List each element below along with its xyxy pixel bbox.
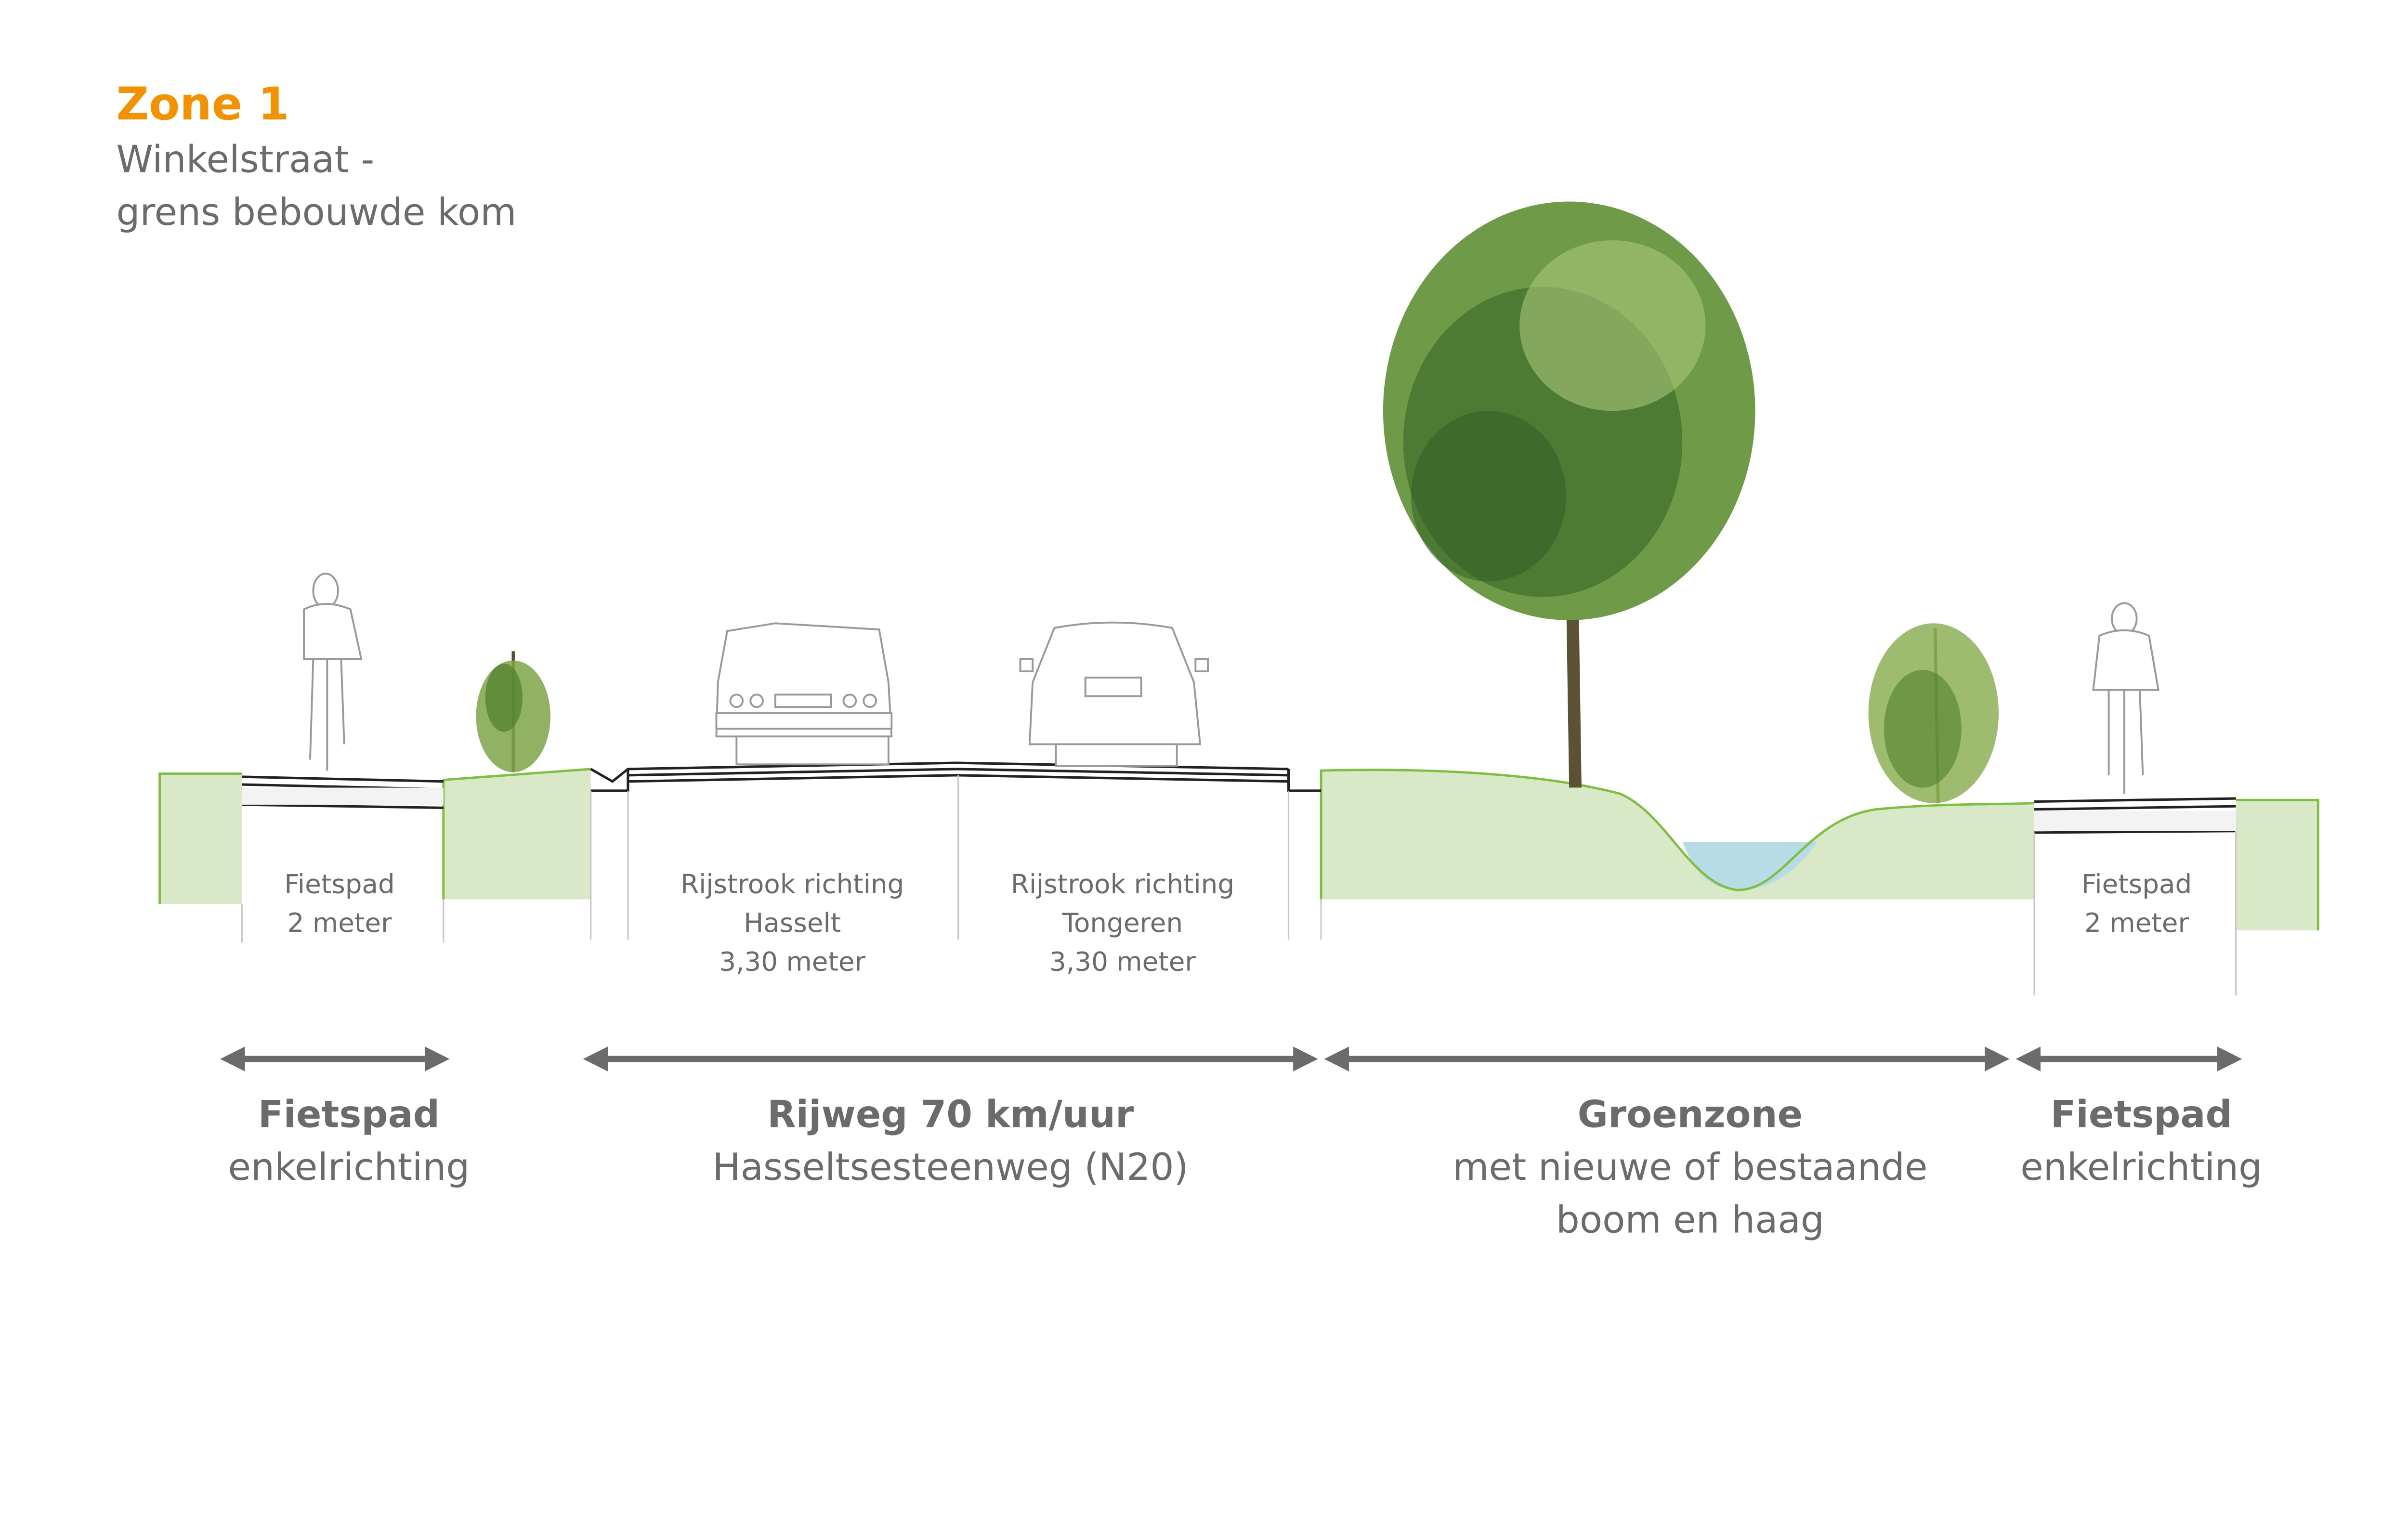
section-width: 2 meter xyxy=(2084,907,2189,938)
grass-left xyxy=(158,768,591,904)
cyclist-left-icon xyxy=(303,573,363,771)
cyclist-right-icon xyxy=(2092,602,2159,794)
zone-title: Groenzone xyxy=(1578,1093,1803,1137)
section-label: Fietspad xyxy=(2081,868,2192,899)
subtitle-line1: Winkelstraat - xyxy=(116,138,374,181)
zone-description: met nieuwe of bestaande xyxy=(1453,1146,1927,1189)
zone-title: Fietspad xyxy=(2051,1093,2232,1137)
car-hasselt-icon xyxy=(715,622,893,766)
zone-title: Fietspad xyxy=(258,1093,440,1137)
cross-section-diagram: Zone 1 Winkelstraat - grens bebouwde kom xyxy=(116,78,2319,1242)
subtitle-line2: grens bebouwde kom xyxy=(116,191,516,234)
grass-green-zone xyxy=(1320,769,2319,930)
section-label: Rijstrook richting xyxy=(681,868,904,899)
zone-description: enkelrichting xyxy=(228,1146,470,1189)
section-label: Rijstrook richting xyxy=(1011,868,1234,899)
section-width: 2 meter xyxy=(288,907,392,938)
section-width: 3,30 meter xyxy=(719,946,865,977)
zone-description: Hasseltsesteenweg (N20) xyxy=(713,1146,1189,1189)
section-width: 3,30 meter xyxy=(1049,946,1196,977)
zone-description: enkelrichting xyxy=(2020,1146,2262,1189)
zone-title: Zone 1 xyxy=(116,78,289,131)
section-label: Tongeren xyxy=(1062,907,1183,938)
bike-path-right-structure xyxy=(2034,797,2236,834)
section-label: Hasselt xyxy=(744,907,841,938)
zone-title: Rijweg 70 km/uur xyxy=(767,1093,1134,1137)
tree-icon xyxy=(1383,201,1755,788)
road-structure xyxy=(590,761,1322,792)
water-ditch xyxy=(1682,842,1818,890)
section-dividers xyxy=(241,775,2237,995)
section-label: Fietspad xyxy=(284,868,394,899)
bike-path-left-structure xyxy=(242,775,444,809)
hedge-right-icon xyxy=(1868,623,1999,803)
zone-description: boom en haag xyxy=(1556,1199,1824,1242)
car-tongeren-icon xyxy=(1019,621,1209,767)
shrub-left-icon xyxy=(476,651,550,772)
